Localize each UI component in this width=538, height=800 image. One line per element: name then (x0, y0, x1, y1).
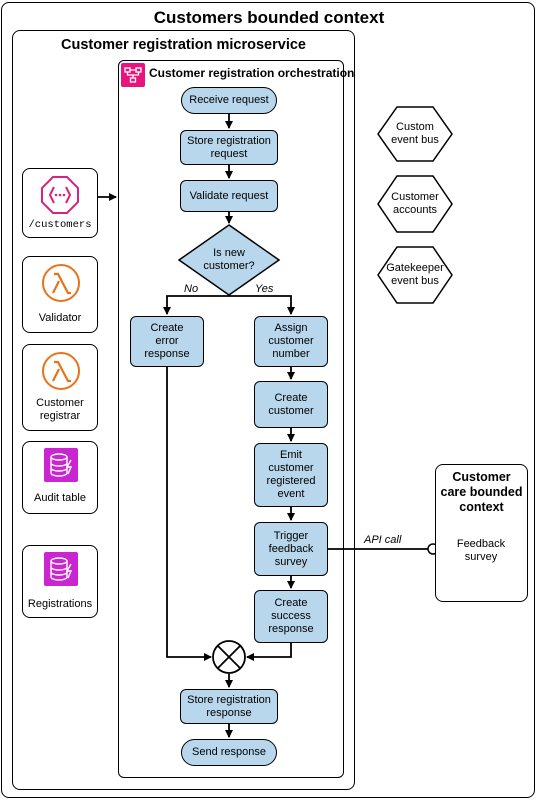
registration-orchestration-title: Customer registration orchestration (149, 66, 355, 80)
step-create-error-response: Create error response (130, 316, 204, 367)
validator-label: Validator (38, 312, 82, 324)
customer-care-bounded-context (435, 464, 528, 602)
step-functions-icon (121, 63, 145, 87)
dynamodb-icon (44, 448, 78, 482)
api-gateway-icon (40, 175, 80, 215)
lambda-icon (41, 351, 81, 391)
step-trigger-feedback-survey: Trigger feedback survey (254, 522, 328, 576)
step-store-registration-request: Store registration request (180, 130, 278, 165)
step-create-success-response: Create success response (254, 590, 328, 643)
feedback-survey-label: Feedback survey (456, 538, 506, 563)
branch-no-label: No (184, 283, 199, 295)
custom-event-bus-label: Custom event bus (391, 121, 439, 146)
registrations-card: Registrations (22, 545, 98, 618)
audit-table-label: Audit table (34, 492, 86, 504)
step-emit-customer-registered-event: Emit customer registered event (254, 443, 328, 507)
customer-care-title: Customer care bounded context (440, 470, 523, 514)
customer-accounts-label: Customer accounts (391, 191, 439, 216)
gatekeeper-event-bus-label: Gatekeeper event bus (386, 262, 444, 287)
registration-microservice-title: Customer registration microservice (61, 37, 306, 53)
customers-bounded-context-title: Customers bounded context (153, 8, 385, 27)
api-customers-label: /customers (28, 219, 92, 231)
step-assign-customer-number: Assign customer number (254, 316, 328, 367)
customer-registrar-label: Customer registrar (36, 397, 84, 422)
step-create-customer: Create customer (254, 381, 328, 428)
customer-accounts-hexagon (377, 175, 453, 233)
validator-card: Validator (22, 256, 98, 333)
step-validate-request: Validate request (180, 180, 278, 212)
registrations-label: Registrations (27, 598, 93, 610)
custom-event-bus-hexagon (377, 106, 453, 162)
lambda-icon (41, 263, 81, 303)
step-send-response: Send response (181, 739, 277, 766)
customer-registrar-card: Customer registrar (22, 344, 98, 431)
api-customers-card: /customers (22, 168, 98, 238)
gatekeeper-event-bus-hexagon (377, 246, 453, 304)
api-call-label: API call (364, 534, 402, 546)
step-receive-request: Receive request (181, 87, 277, 114)
audit-table-card: Audit table (22, 441, 98, 514)
step-store-registration-response: Store registration response (180, 689, 278, 724)
branch-yes-label: Yes (255, 283, 274, 295)
dynamodb-icon (44, 552, 78, 586)
decision-diamond (177, 224, 281, 296)
decision-label: Is new customer? (203, 247, 255, 272)
